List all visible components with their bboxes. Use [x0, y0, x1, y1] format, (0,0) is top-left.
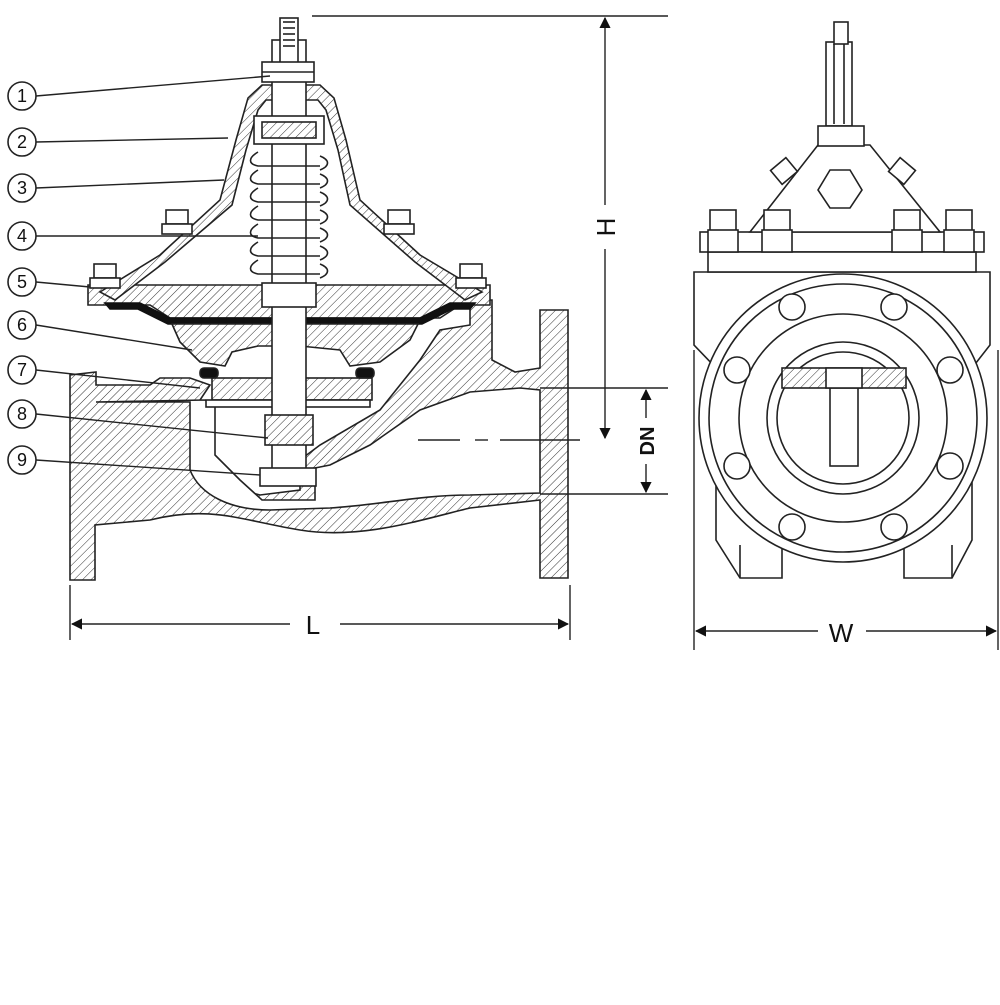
callout-leader	[35, 75, 271, 97]
callout-number: 5	[17, 272, 27, 292]
bottom-nut	[259, 467, 317, 487]
dimension-l	[69, 585, 571, 640]
stem-top	[279, 17, 299, 69]
callout-leader	[35, 324, 193, 351]
callout-number: 1	[17, 86, 27, 106]
callout-leader	[35, 137, 229, 143]
dimension-w	[693, 350, 999, 650]
callout-7: 7	[7, 355, 201, 389]
callouts: 1 2 3 4 5 6 7 8 9	[7, 75, 271, 476]
length-label: L	[306, 610, 320, 640]
callout-4: 4	[7, 221, 258, 251]
callout-circle	[7, 355, 37, 385]
callout-circle	[7, 445, 37, 475]
bonnet-bolts	[89, 209, 487, 289]
callout-circle	[7, 173, 37, 203]
section-view	[69, 17, 569, 581]
callout-2: 2	[7, 127, 229, 157]
callout-8: 8	[7, 399, 269, 439]
callout-leader	[35, 179, 225, 189]
diaphragm-nut	[261, 282, 317, 308]
height-label: H	[591, 218, 621, 237]
valve-body	[69, 299, 569, 581]
callout-circle	[7, 221, 37, 251]
callout-1: 1	[7, 75, 271, 111]
seal-right	[355, 367, 375, 379]
callout-circle	[7, 127, 37, 157]
bonnet	[98, 84, 484, 301]
callout-circle	[7, 81, 37, 111]
callout-number: 7	[17, 360, 27, 380]
callout-6: 6	[7, 310, 193, 351]
callout-circle	[7, 267, 37, 297]
callout-number: 9	[17, 450, 27, 470]
callout-leader	[35, 459, 261, 476]
callout-number: 2	[17, 132, 27, 152]
callout-number: 3	[17, 178, 27, 198]
end-view-stem	[825, 41, 853, 127]
callout-leader	[35, 413, 269, 439]
callout-circle	[7, 399, 37, 429]
diaphragm	[103, 302, 477, 325]
callout-number: 8	[17, 404, 27, 424]
lower-guide	[264, 414, 314, 446]
dimension-dn	[568, 387, 668, 495]
callout-5: 5	[7, 267, 91, 297]
callout-number: 6	[17, 315, 27, 335]
body-cavity	[95, 387, 541, 511]
dimension-h	[312, 15, 668, 440]
width-label: W	[829, 618, 854, 648]
end-view-top-plate	[699, 231, 985, 253]
end-view	[693, 21, 991, 579]
callout-leader	[35, 281, 91, 288]
callout-3: 3	[7, 173, 225, 203]
callout-number: 4	[17, 226, 27, 246]
end-view-bolts	[707, 156, 975, 253]
end-view-plug	[817, 169, 863, 209]
flange-bolt-holes	[723, 293, 964, 541]
dn-label: DN	[637, 427, 659, 456]
valve-stem	[271, 39, 307, 481]
seal-left	[199, 367, 219, 379]
end-view-inner-stem	[829, 387, 859, 467]
callout-leader	[35, 369, 201, 389]
callout-circle	[7, 310, 37, 340]
callout-9: 9	[7, 445, 261, 476]
spring	[249, 151, 329, 279]
